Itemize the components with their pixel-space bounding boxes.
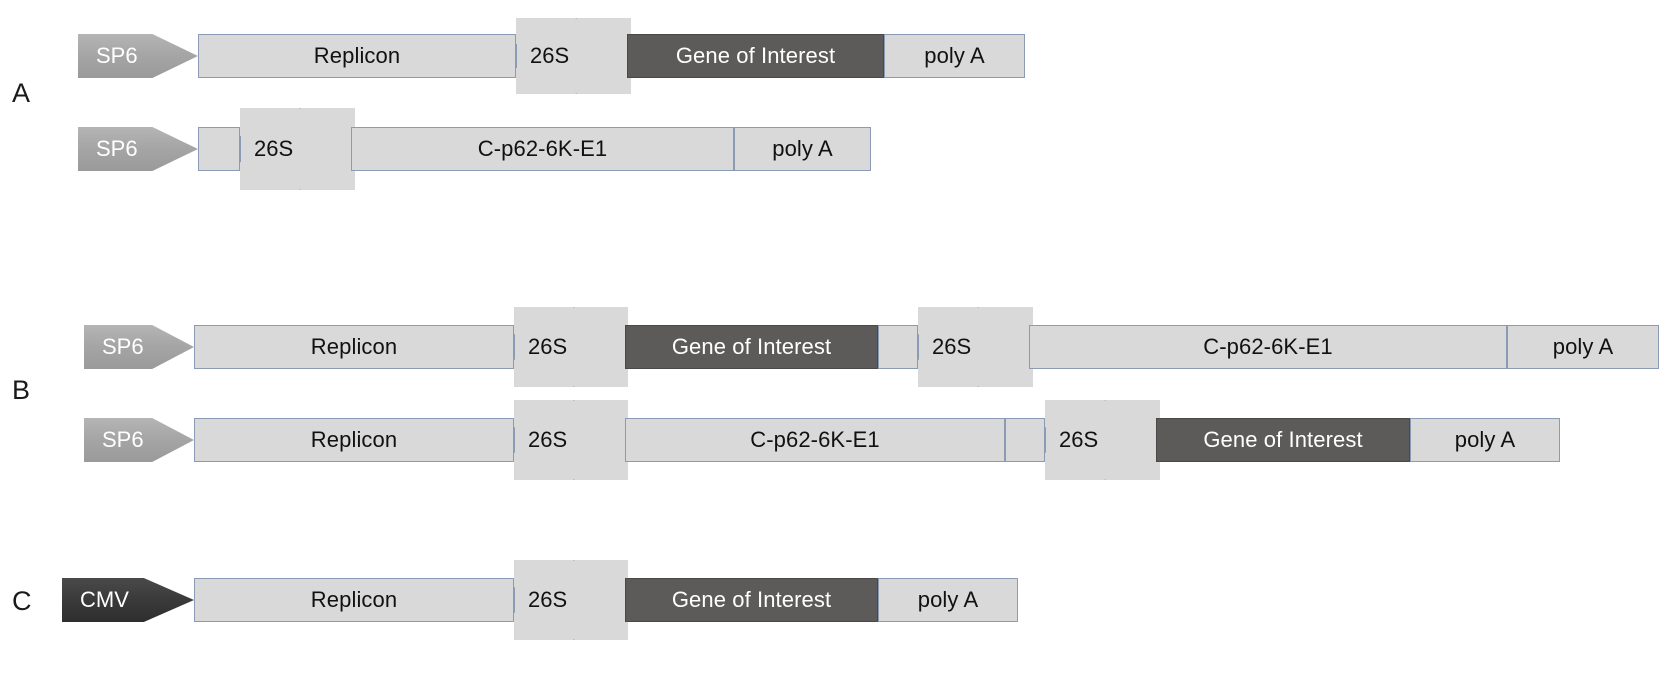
promoter-label: 26S (1059, 427, 1099, 452)
segment-label: Replicon (310, 427, 398, 452)
promoter-label: 26S (530, 43, 570, 68)
segment-replicon[interactable]: Replicon (198, 34, 516, 78)
promoter-26s-arrow[interactable]: 26S (514, 560, 628, 640)
segment-replicon[interactable]: Replicon (194, 325, 514, 369)
construct-b2: SP6 Replicon 26S C-p62-6K-E1 26S Gene of… (0, 400, 1669, 480)
promoter-sp6-arrow[interactable]: SP6 (84, 325, 194, 369)
segment-replicon[interactable]: Replicon (194, 578, 514, 622)
segment-label: Gene of Interest (671, 587, 832, 612)
segment-label: Gene of Interest (675, 43, 836, 68)
segment-poly-a[interactable]: poly A (1410, 418, 1560, 462)
promoter-26s-arrow[interactable]: 26S (514, 307, 628, 387)
segment-spacer[interactable] (878, 325, 918, 369)
promoter-26s-arrow[interactable]: 26S (514, 400, 628, 480)
promoter-cmv-arrow[interactable]: CMV (62, 578, 194, 622)
promoter-label: 26S (254, 136, 294, 161)
segment-structural-polyprotein[interactable]: C-p62-6K-E1 (1029, 325, 1507, 369)
construct-b1: SP6 Replicon 26S Gene of Interest 26S C-… (0, 307, 1669, 387)
promoter-label: 26S (528, 587, 568, 612)
segment-structural-polyprotein[interactable]: C-p62-6K-E1 (625, 418, 1005, 462)
segment-label: Gene of Interest (1203, 427, 1363, 452)
segment-label: Replicon (310, 587, 398, 612)
segment-label: poly A (772, 136, 833, 161)
segment-label: poly A (924, 43, 985, 68)
promoter-label: SP6 (96, 136, 138, 161)
segment-label: C-p62-6K-E1 (750, 427, 880, 452)
promoter-26s-arrow[interactable]: 26S (918, 307, 1033, 387)
segment-spacer[interactable] (1005, 418, 1045, 462)
construct-a1: SP6 Replicon 26S Gene of Interest poly A (0, 18, 1669, 94)
segment-poly-a[interactable]: poly A (1507, 325, 1659, 369)
segment-gene-of-interest[interactable]: Gene of Interest (625, 325, 878, 369)
construct-a2: SP6 26S C-p62-6K-E1 poly A (0, 108, 1669, 190)
promoter-label: SP6 (102, 427, 144, 452)
promoter-label: 26S (528, 427, 568, 452)
panel-label-b: B (12, 375, 31, 405)
promoter-26s-arrow[interactable]: 26S (516, 18, 631, 94)
segment-label: poly A (1454, 427, 1516, 452)
panel-label-a: A (12, 78, 31, 108)
construct-c1: CMV Replicon 26S Gene of Interest poly A (0, 560, 1669, 640)
promoter-label: 26S (932, 334, 972, 359)
promoter-label: CMV (80, 587, 129, 612)
promoter-label: 26S (528, 334, 568, 359)
promoter-sp6-arrow[interactable]: SP6 (78, 34, 198, 78)
segment-spacer[interactable] (198, 127, 240, 171)
segment-label: Gene of Interest (671, 334, 832, 359)
segment-label: C-p62-6K-E1 (477, 136, 608, 161)
promoter-label: SP6 (102, 334, 144, 359)
segment-gene-of-interest[interactable]: Gene of Interest (627, 34, 884, 78)
segment-structural-polyprotein[interactable]: C-p62-6K-E1 (351, 127, 734, 171)
segment-label: Replicon (310, 334, 398, 359)
segment-label: C-p62-6K-E1 (1203, 334, 1333, 359)
segment-poly-a[interactable]: poly A (884, 34, 1025, 78)
segment-label: poly A (1552, 334, 1614, 359)
panel-label-c: C (12, 586, 32, 616)
segment-label: poly A (917, 587, 979, 612)
promoter-sp6-arrow[interactable]: SP6 (84, 418, 194, 462)
segment-replicon[interactable]: Replicon (194, 418, 514, 462)
segment-gene-of-interest[interactable]: Gene of Interest (625, 578, 878, 622)
promoter-26s-arrow[interactable]: 26S (1045, 400, 1160, 480)
promoter-26s-arrow[interactable]: 26S (240, 108, 355, 190)
promoter-label: SP6 (96, 43, 138, 68)
segment-poly-a[interactable]: poly A (878, 578, 1018, 622)
promoter-sp6-arrow[interactable]: SP6 (78, 127, 198, 171)
segment-poly-a[interactable]: poly A (734, 127, 871, 171)
segment-label: Replicon (313, 43, 401, 68)
segment-gene-of-interest[interactable]: Gene of Interest (1156, 418, 1410, 462)
